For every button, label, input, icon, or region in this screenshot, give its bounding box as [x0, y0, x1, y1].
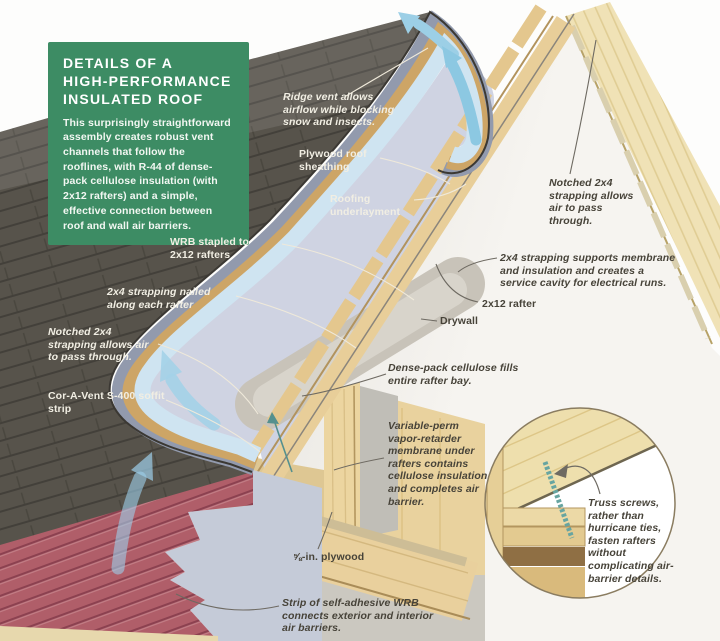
leader-lines [157, 39, 597, 611]
label-roofing-underlayment: Roofing underlayment [330, 193, 401, 218]
airflow-arrows [111, 12, 482, 575]
label-dense-pack: Dense-pack cellulose fills entire rafter… [388, 362, 519, 387]
label-plywood-sheathing: Plywood roof sheathing [299, 148, 367, 173]
info-box-title: DETAILS OF A HIGH-PERFORMANCE INSULATED … [63, 55, 232, 107]
label-truss-screws: Truss screws, rather than hurricane ties… [588, 497, 674, 585]
label-strapping-supports: 2x4 strapping supports membrane and insu… [500, 252, 676, 290]
label-wrb-stapled: WRB stapled to 2x12 rafters [170, 236, 249, 261]
label-wrb-strip: Strip of self-adhesive WRB connects exte… [282, 597, 434, 635]
label-notched-strapping-left: Notched 2x4 strapping allows air to pass… [48, 326, 149, 364]
info-box: DETAILS OF A HIGH-PERFORMANCE INSULATED … [48, 42, 249, 246]
label-2x12-rafter: 2x12 rafter [482, 298, 537, 310]
label-drywall: Drywall [440, 315, 479, 327]
label-ridge-vent: Ridge vent allows airflow while blocking… [283, 91, 395, 129]
label-vapor-retarder: Variable-perm vapor-retarder membrane un… [388, 420, 488, 508]
info-box-body: This surprisingly straightforward assemb… [63, 116, 231, 232]
label-strapping-nailed: 2x4 strapping nailed along each rafter [107, 286, 211, 311]
label-notched-strapping-right: Notched 2x4 strapping allows air to pass… [549, 177, 634, 227]
label-coravent: Cor-A-Vent S-400 soffit strip [48, 390, 165, 415]
label-plywood-58: ⅝-in. plywood [293, 551, 365, 563]
